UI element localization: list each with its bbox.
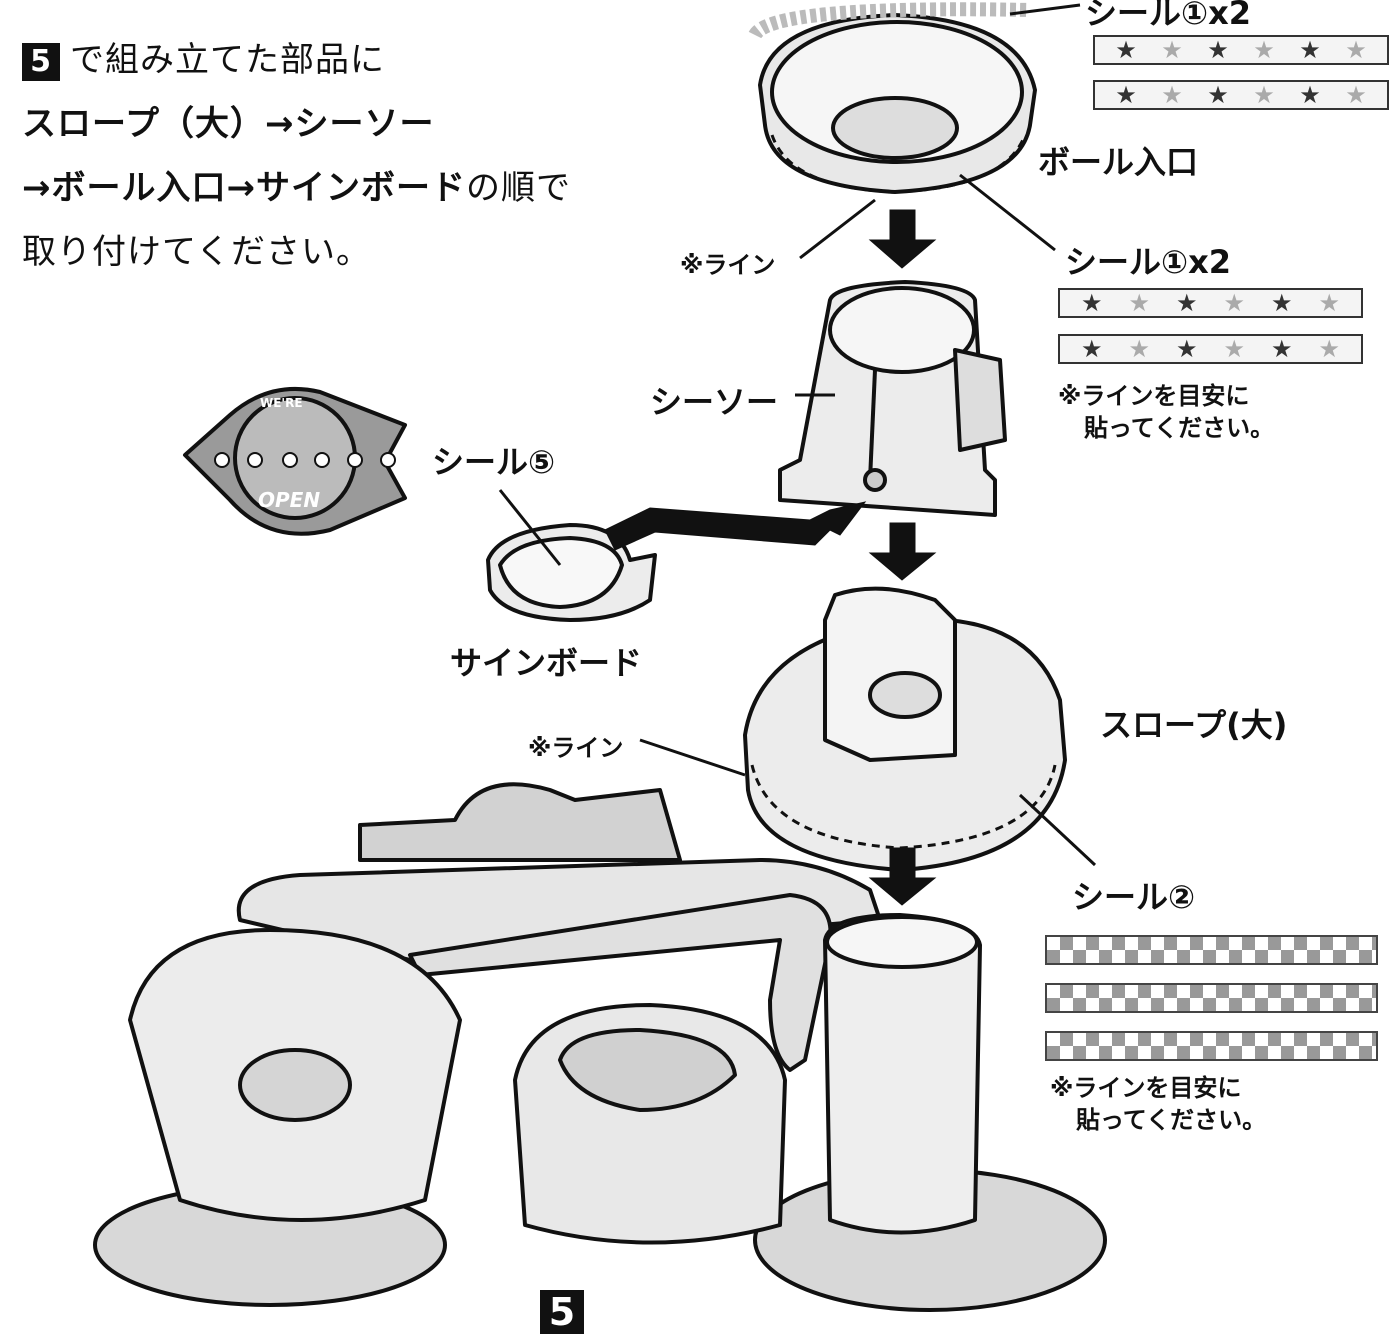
sticker1-strip: ★★★★★★ — [1093, 35, 1389, 65]
sign-badge-open-text: OPEN — [258, 488, 321, 512]
leader-sticker5 — [498, 489, 562, 566]
sticker1-strip: ★★★★★★ — [1058, 334, 1363, 364]
ball-entrance-label: ボール入口 — [1038, 143, 1199, 181]
down-arrow-3 — [868, 847, 937, 906]
sticker2-checker-strip — [1045, 1031, 1378, 1061]
step-number-badge: 5 — [22, 42, 60, 81]
sticker1-mid-label: シール①x2 — [1065, 243, 1232, 281]
sticker1-strip: ★★★★★★ — [1058, 288, 1363, 318]
sticker2-checker-strip — [1045, 983, 1378, 1013]
instruction-line-4: 取り付けてください。 — [22, 232, 371, 272]
leader-sticker2 — [1018, 793, 1097, 867]
open-sign-illustration — [183, 386, 407, 536]
leader-line-mark-2 — [639, 738, 746, 777]
seesaw-part — [778, 280, 1007, 517]
slope-large-label: スロープ(大) — [1100, 706, 1288, 744]
sticker5-label: シール⑤ — [432, 443, 556, 481]
guide-note-2: ※ラインを目安に 貼ってください。 — [1050, 1074, 1267, 1134]
instruction-line-3: →ボール入口→サインボードの順で — [22, 168, 571, 208]
ball-entrance-part — [748, 2, 1037, 194]
leader-sticker1-top — [1009, 3, 1081, 16]
line-mark-2-label: ※ライン — [528, 734, 624, 762]
sticker1-strip: ★★★★★★ — [1093, 80, 1389, 110]
sticker1-top-label: シール①x2 — [1085, 0, 1252, 32]
instruction-line-2: スロープ（大）→シーソー — [22, 104, 435, 144]
leader-line-mark-1 — [799, 198, 876, 260]
signboard-arrow — [604, 501, 867, 551]
line-mark-1-label: ※ライン — [680, 251, 776, 279]
sticker2-label: シール② — [1072, 878, 1196, 916]
signboard-label: サインボード — [450, 644, 643, 682]
leader-sticker1-mid — [959, 173, 1056, 252]
sign-badge-top-text: WE'RE — [260, 396, 303, 410]
footer-step-number: 5 — [540, 1290, 584, 1334]
sticker2-checker-strip — [1045, 935, 1378, 965]
guide-note-1: ※ラインを目安に 貼ってください。 — [1058, 382, 1275, 442]
slope-large-part — [743, 586, 1067, 872]
signboard-part — [486, 523, 657, 622]
down-arrow-2 — [868, 522, 937, 581]
down-arrow-1 — [868, 209, 937, 269]
seesaw-label: シーソー — [650, 383, 779, 421]
base-assembly — [93, 782, 1107, 1312]
